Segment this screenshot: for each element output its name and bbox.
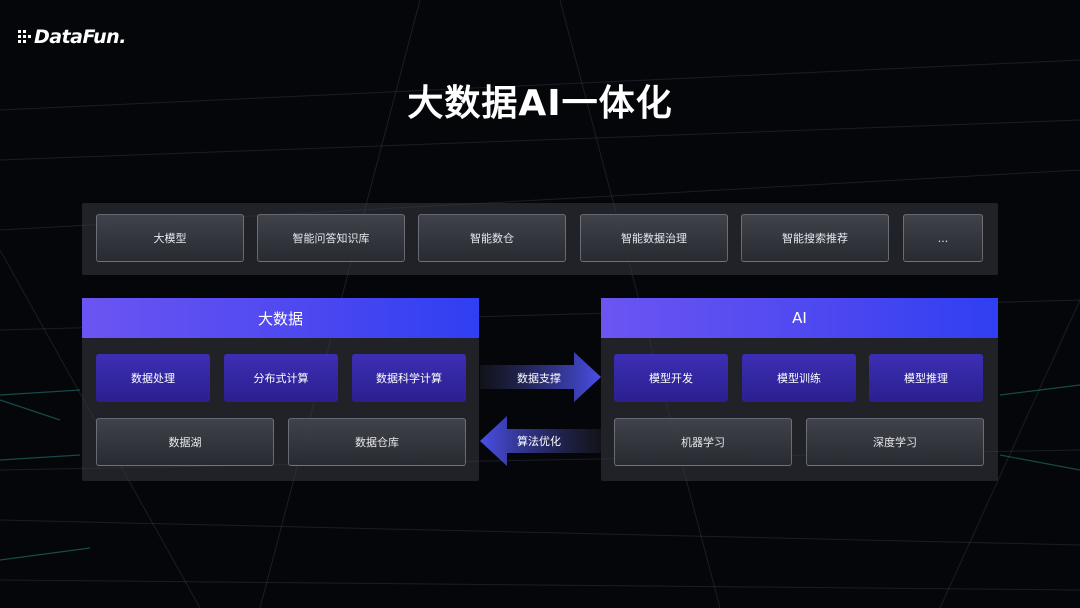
logo-text: DataFun. [34, 26, 126, 48]
data-support-label: 数据支撑 [517, 372, 561, 385]
left-arrow-icon [480, 416, 601, 466]
app-item: 大模型 [96, 214, 244, 262]
page-title: 大数据AI一体化 [407, 83, 673, 124]
ai-method-item: 机器学习 [614, 418, 792, 466]
app-item: 智能搜索推荐 [741, 214, 889, 262]
app-item: 智能数仓 [418, 214, 566, 262]
app-item-more: ... [903, 214, 983, 262]
ai-header: AI [601, 298, 998, 338]
logo-mark-icon [18, 30, 31, 43]
bigdata-storage-item: 数据湖 [96, 418, 274, 466]
ai-method-item: 深度学习 [806, 418, 984, 466]
bigdata-header: 大数据 [82, 298, 479, 338]
ai-item: 模型开发 [614, 354, 728, 402]
app-item: 智能问答知识库 [257, 214, 405, 262]
bigdata-storage-item: 数据仓库 [288, 418, 466, 466]
algorithm-optimization-label: 算法优化 [517, 435, 561, 448]
app-item: 智能数据治理 [580, 214, 728, 262]
bigdata-item: 数据科学计算 [352, 354, 466, 402]
ai-item: 模型推理 [869, 354, 983, 402]
right-arrow-icon [480, 352, 601, 402]
bigdata-item: 分布式计算 [224, 354, 338, 402]
bigdata-item: 数据处理 [96, 354, 210, 402]
ai-item: 模型训练 [742, 354, 856, 402]
datafun-logo: DataFun. [18, 26, 126, 48]
